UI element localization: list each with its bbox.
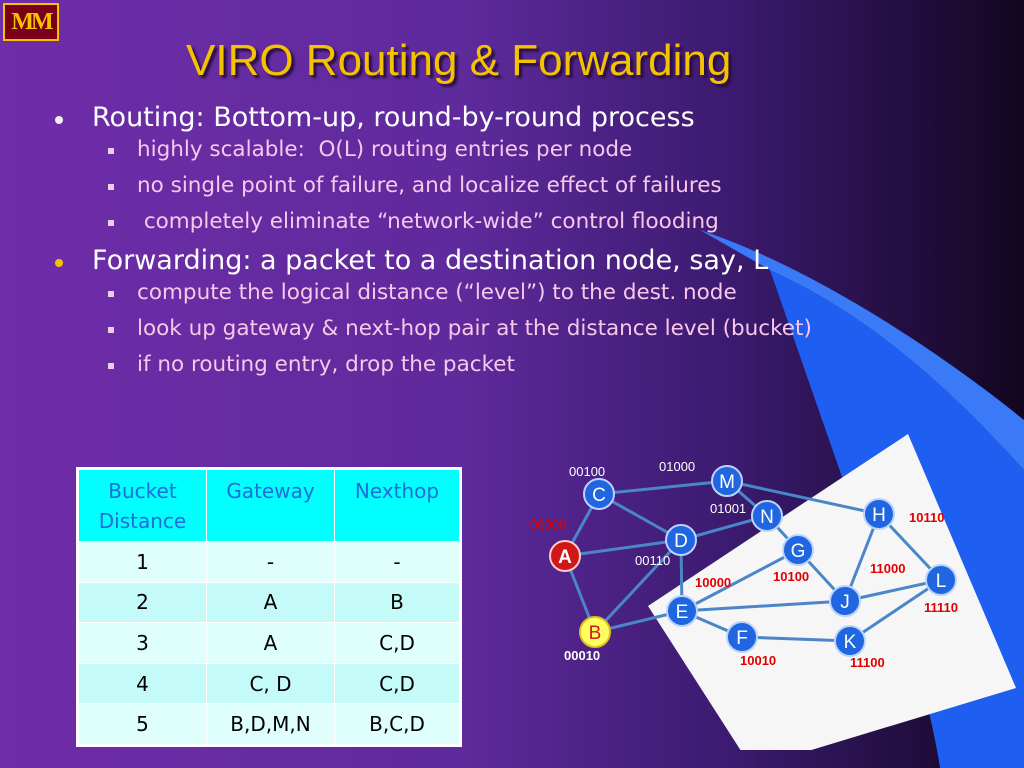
- table-cell: C,D: [334, 622, 460, 664]
- node-l: L: [925, 564, 957, 596]
- link-a-d: [564, 538, 682, 558]
- square-bullet-icon: [108, 148, 114, 154]
- sub-bullet: completely eliminate “network-wide” cont…: [55, 209, 985, 234]
- svg-text:L: L: [936, 571, 947, 592]
- sub-bullet: if no routing entry, drop the packet: [55, 352, 985, 377]
- link-k-l: [849, 578, 942, 643]
- id-e: 10000: [695, 575, 731, 590]
- link-e-j: [681, 599, 846, 613]
- node-e: E: [666, 595, 698, 627]
- header-nexthop: Nexthop: [334, 469, 460, 542]
- table-row: 2 A B: [78, 581, 460, 624]
- sub-bullet: highly scalable: O(L) routing entries pe…: [55, 137, 985, 162]
- svg-text:B: B: [589, 623, 602, 644]
- svg-text:H: H: [872, 505, 886, 526]
- id-b: 00010: [564, 648, 600, 663]
- bullet-routing: Routing: Bottom-up, round-by-round proce…: [55, 102, 985, 133]
- table-cell: 2: [78, 581, 207, 624]
- id-g: 10100: [773, 569, 809, 584]
- square-bullet-icon: [108, 220, 114, 226]
- svg-text:E: E: [676, 602, 689, 623]
- table-row: 1 - -: [78, 541, 460, 583]
- square-bullet-icon: [108, 184, 114, 190]
- bullet-dot-icon: [55, 259, 63, 267]
- table-cell: 1: [78, 541, 207, 583]
- square-bullet-icon: [108, 363, 114, 369]
- sub-bullet: look up gateway & next-hop pair at the d…: [55, 316, 985, 341]
- id-n: 01001: [710, 501, 746, 516]
- id-j: 11000: [870, 561, 905, 576]
- slide-title: VIRO Routing & Forwarding: [186, 36, 732, 85]
- table-cell: 4: [78, 662, 207, 705]
- table-cell: -: [206, 541, 335, 583]
- node-f: F: [726, 621, 758, 653]
- sub-bullet: no single point of failure, and localize…: [55, 173, 985, 198]
- id-k: 11100: [850, 655, 885, 670]
- table-row: 4 C, D C,D: [78, 662, 460, 705]
- bullet-dot-icon: [55, 116, 63, 124]
- header-bucket-distance: Bucket Distance: [78, 469, 207, 542]
- id-d: 00110: [635, 553, 670, 568]
- node-c: C: [583, 478, 615, 510]
- id-a: 00000: [530, 517, 566, 532]
- node-d: D: [665, 524, 697, 556]
- table-cell: -: [334, 541, 460, 583]
- link-j-l: [844, 578, 942, 603]
- svg-text:D: D: [674, 531, 688, 552]
- node-g: G: [782, 534, 814, 566]
- table-cell: B: [334, 581, 460, 624]
- id-m: 01000: [659, 459, 695, 474]
- table-row: 3 A C,D: [78, 622, 460, 664]
- square-bullet-icon: [108, 327, 114, 333]
- table-cell: A: [206, 622, 335, 664]
- node-k: K: [834, 625, 866, 657]
- table-cell: A: [206, 581, 335, 624]
- id-h: 10110: [909, 510, 944, 525]
- table-cell: B,D,M,N: [206, 703, 335, 745]
- svg-text:M: M: [719, 472, 735, 493]
- id-c: 00100: [569, 464, 605, 479]
- svg-text:F: F: [736, 628, 748, 649]
- table-cell: 3: [78, 622, 207, 664]
- bullet-forwarding: Forwarding: a packet to a destination no…: [55, 245, 985, 276]
- link-d-b: [593, 538, 683, 634]
- node-n: N: [751, 500, 783, 532]
- table-row: 5 B,D,M,N B,C,D: [78, 703, 460, 745]
- link-f-k: [741, 635, 851, 643]
- link-c-m: [598, 479, 728, 496]
- bullet-list: Routing: Bottom-up, round-by-round proce…: [55, 100, 985, 388]
- node-b: B: [579, 616, 611, 648]
- id-f: 10010: [740, 653, 776, 668]
- svg-text:J: J: [840, 592, 850, 613]
- table-cell: 5: [78, 703, 207, 745]
- node-m: M: [711, 465, 743, 497]
- node-h: H: [863, 498, 895, 530]
- id-l: 11110: [924, 600, 958, 615]
- square-bullet-icon: [108, 291, 114, 297]
- node-j: J: [829, 585, 861, 617]
- sub-bullet: compute the logical distance (“level”) t…: [55, 280, 985, 305]
- table-cell: C,D: [334, 662, 460, 705]
- link-e-g: [681, 548, 799, 613]
- link-m-h: [726, 479, 880, 516]
- svg-text:G: G: [791, 541, 806, 562]
- svg-text:K: K: [844, 632, 857, 653]
- table-cell: C, D: [206, 662, 335, 705]
- header-gateway: Gateway: [206, 469, 335, 542]
- table-cell: B,C,D: [334, 703, 460, 745]
- svg-text:A: A: [558, 547, 572, 568]
- routing-table: Bucket Distance Gateway Nexthop 1 - - 2 …: [76, 467, 462, 747]
- node-a: A: [549, 540, 581, 572]
- network-diagram: C M N A D B E G: [530, 434, 1016, 750]
- svg-text:N: N: [760, 507, 774, 528]
- svg-text:C: C: [592, 485, 606, 506]
